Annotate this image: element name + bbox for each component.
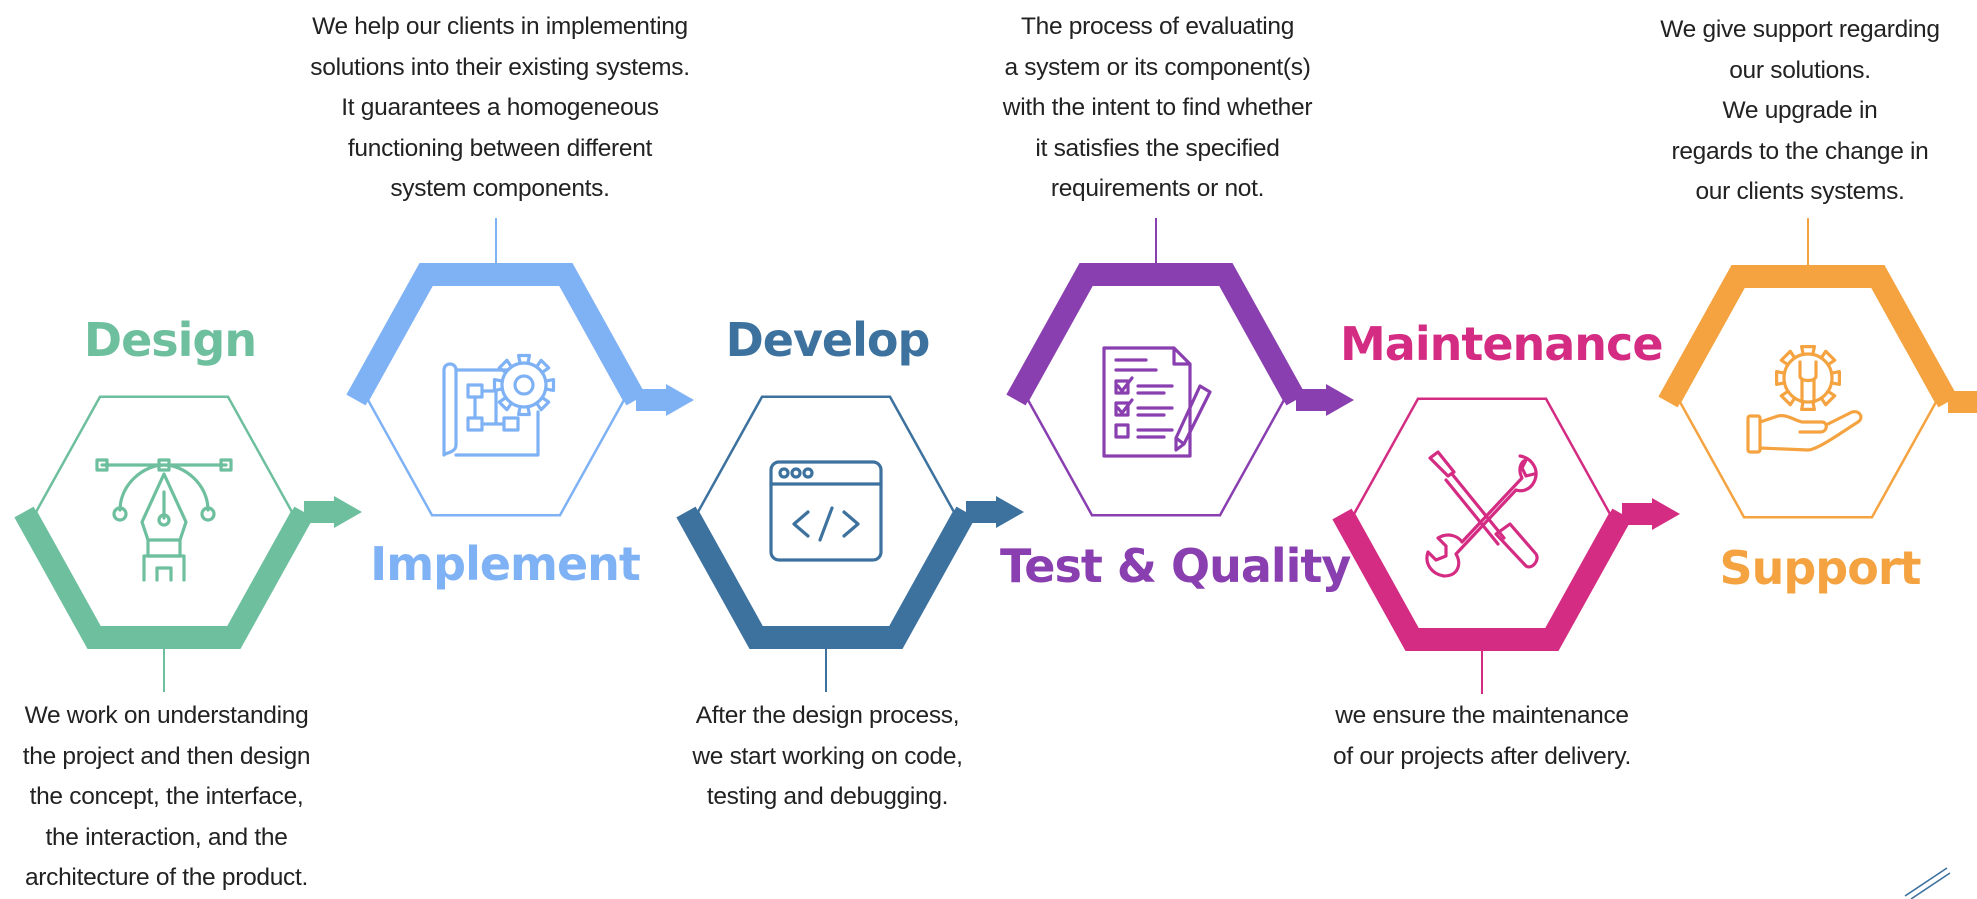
step-title-support: Support — [1719, 541, 1921, 595]
hexagon-band-design — [14, 506, 314, 649]
hexagon-maintenance — [1332, 397, 1680, 694]
hexagon-band-support — [1658, 265, 1958, 408]
step-description-maintenance: we ensure the maintenance of our project… — [1333, 702, 1631, 770]
step-description-support: We give support regarding our solutions.… — [1660, 16, 1940, 205]
step-title-maintenance: Maintenance — [1340, 317, 1664, 371]
code-window-icon — [769, 460, 883, 562]
arrow-head-design — [334, 496, 362, 528]
step-title-test-quality: Test & Quality — [1000, 539, 1351, 593]
hexagon-design — [14, 395, 362, 692]
step-description-develop: After the design process, we start worki… — [692, 702, 963, 810]
corner-mark-icon — [1904, 867, 1951, 899]
blueprint-gear-icon — [442, 353, 556, 457]
arrow-head-implement — [666, 384, 694, 416]
hand-gear-icon — [1746, 345, 1863, 454]
step-description-implement: We help our clients in implementing solu… — [310, 13, 690, 202]
hexagon-test — [1006, 218, 1354, 517]
arrow-head-develop — [996, 496, 1024, 528]
step-title-design: Design — [83, 313, 257, 367]
arrow-head-maintenance — [1652, 498, 1680, 530]
arrow-head-test — [1326, 384, 1354, 416]
step-description-test-quality: The process of evaluating a system or it… — [1002, 13, 1313, 202]
pen-tool-icon — [95, 458, 233, 582]
hexagon-band-test — [1006, 263, 1306, 406]
step-description-design: We work on understanding the project and… — [22, 702, 311, 891]
hexagon-band-implement — [346, 263, 646, 406]
checklist-icon — [1102, 346, 1212, 458]
step-title-develop: Develop — [725, 313, 931, 367]
hexagon-develop — [676, 395, 1024, 692]
hexagon-support — [1658, 218, 1977, 519]
hexagon-implement — [346, 218, 694, 517]
hexagon-band-maintenance — [1332, 508, 1632, 651]
hexagon-band-develop — [676, 506, 976, 649]
wrench-screwdriver-icon — [1425, 450, 1539, 578]
step-title-implement: Implement — [370, 537, 641, 591]
